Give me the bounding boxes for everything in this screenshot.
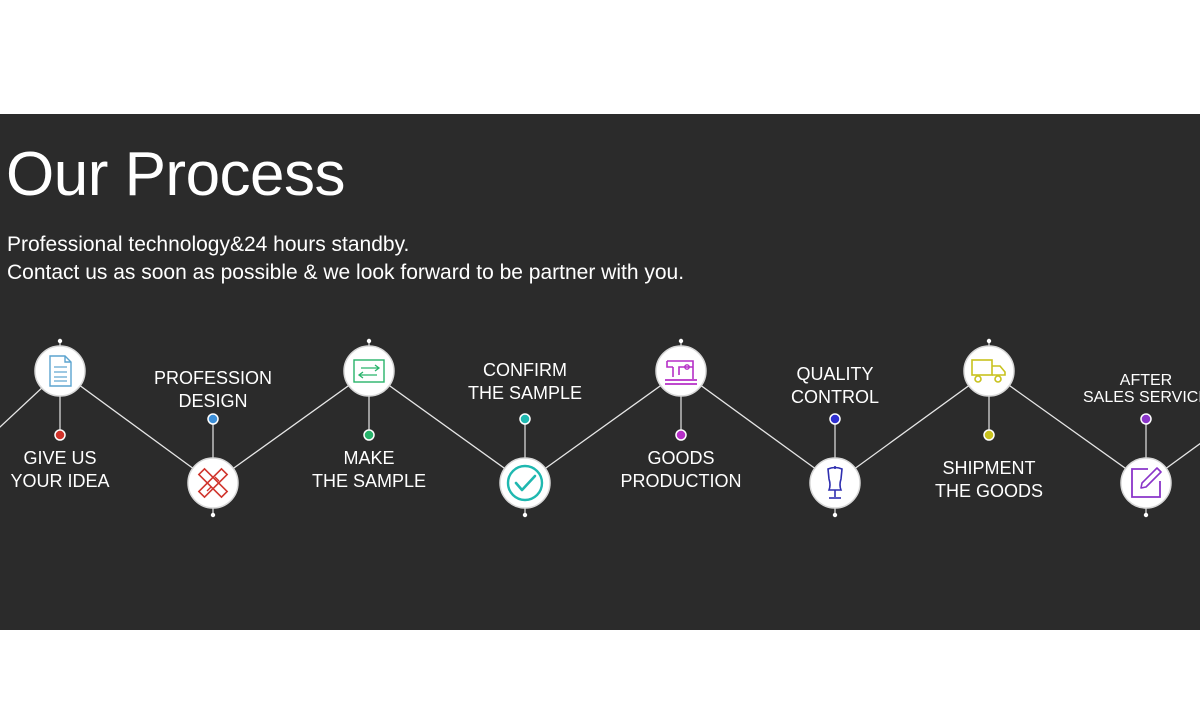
connector-dot xyxy=(210,512,216,518)
step-label-line-2: DESIGN xyxy=(178,391,248,411)
timeline-zigzag-line xyxy=(0,370,1200,484)
step-label-line-1: GOODS xyxy=(647,448,715,468)
step-label-5: GOODS PRODUCTION xyxy=(621,447,742,493)
step-marker-dot xyxy=(54,429,66,441)
process-section: Our Process Professional technology&24 h… xyxy=(0,114,1200,630)
step-label-line-2: THE SAMPLE xyxy=(467,383,583,403)
step-marker-dot xyxy=(207,413,219,425)
process-step-2 xyxy=(187,413,239,518)
step-marker-dot xyxy=(1140,413,1152,425)
dress-form-icon xyxy=(827,466,843,499)
connector-dot xyxy=(57,338,63,344)
process-step-4 xyxy=(499,413,551,518)
step-label-3: MAKE THE SAMPLE xyxy=(312,447,426,493)
connector-dot xyxy=(366,338,372,344)
step-marker-dot xyxy=(829,413,841,425)
step-label-line-2: SALES SERVICE xyxy=(1083,389,1200,406)
sample-template-icon xyxy=(353,359,385,383)
connector-dot xyxy=(1143,512,1149,518)
step-icon-circle xyxy=(343,345,395,397)
step-label-line-2: PRODUCTION xyxy=(620,471,742,491)
step-label-4: CONFIRM THE SAMPLE xyxy=(468,359,582,405)
step-label-line-1: GIVE US xyxy=(23,448,97,468)
process-step-3 xyxy=(343,338,395,441)
subtitle-line-1: Professional technology&24 hours standby… xyxy=(7,233,410,256)
step-icon-circle xyxy=(809,457,861,509)
edit-icon xyxy=(1131,467,1162,498)
process-step-6 xyxy=(809,413,861,518)
process-step-7 xyxy=(963,338,1015,441)
step-label-7: SHIPMENT THE GOODS xyxy=(935,457,1043,503)
step-marker-dot xyxy=(675,429,687,441)
step-icon-circle xyxy=(963,345,1015,397)
step-marker-dot xyxy=(519,413,531,425)
step-label-1: GIVE US YOUR IDEA xyxy=(10,447,109,493)
step-label-line-1: MAKE xyxy=(343,448,395,468)
step-label-line-2: YOUR IDEA xyxy=(10,471,110,491)
step-icon-circle xyxy=(187,457,239,509)
step-label-line-1: AFTER xyxy=(1119,372,1173,389)
step-label-2: PROFESSION DESIGN xyxy=(154,367,272,413)
step-icon-circle xyxy=(1120,457,1172,509)
connector-dot xyxy=(678,338,684,344)
step-label-line-1: CONFIRM xyxy=(483,360,567,380)
connector-dot xyxy=(832,512,838,518)
process-step-1 xyxy=(34,338,86,441)
connector-dot xyxy=(522,512,528,518)
step-marker-dot xyxy=(363,429,375,441)
step-label-line-2: THE GOODS xyxy=(934,481,1044,501)
step-marker-dot xyxy=(983,429,995,441)
document-icon xyxy=(49,355,72,387)
step-label-line-1: PROFESSION xyxy=(153,368,273,388)
step-label-line-1: QUALITY xyxy=(796,364,874,384)
ruler-pencil-icon xyxy=(197,467,229,499)
step-icon-circle xyxy=(34,345,86,397)
subtitle-line-2: Contact us as soon as possible & we look… xyxy=(7,261,685,284)
checkmark-icon xyxy=(506,464,544,502)
section-title: Our Process xyxy=(6,140,346,209)
delivery-truck-icon xyxy=(971,359,1006,383)
step-icon-circle xyxy=(655,345,707,397)
process-timeline xyxy=(0,338,1200,518)
sewing-machine-icon xyxy=(665,360,697,385)
step-label-6: QUALITY CONTROL xyxy=(791,363,879,409)
step-label-line-2: CONTROL xyxy=(790,387,880,407)
step-label-line-2: THE SAMPLE xyxy=(311,471,427,491)
step-label-line-1: SHIPMENT xyxy=(942,458,1036,478)
connector-dot xyxy=(986,338,992,344)
process-step-8 xyxy=(1120,413,1172,518)
process-step-5 xyxy=(655,338,707,441)
